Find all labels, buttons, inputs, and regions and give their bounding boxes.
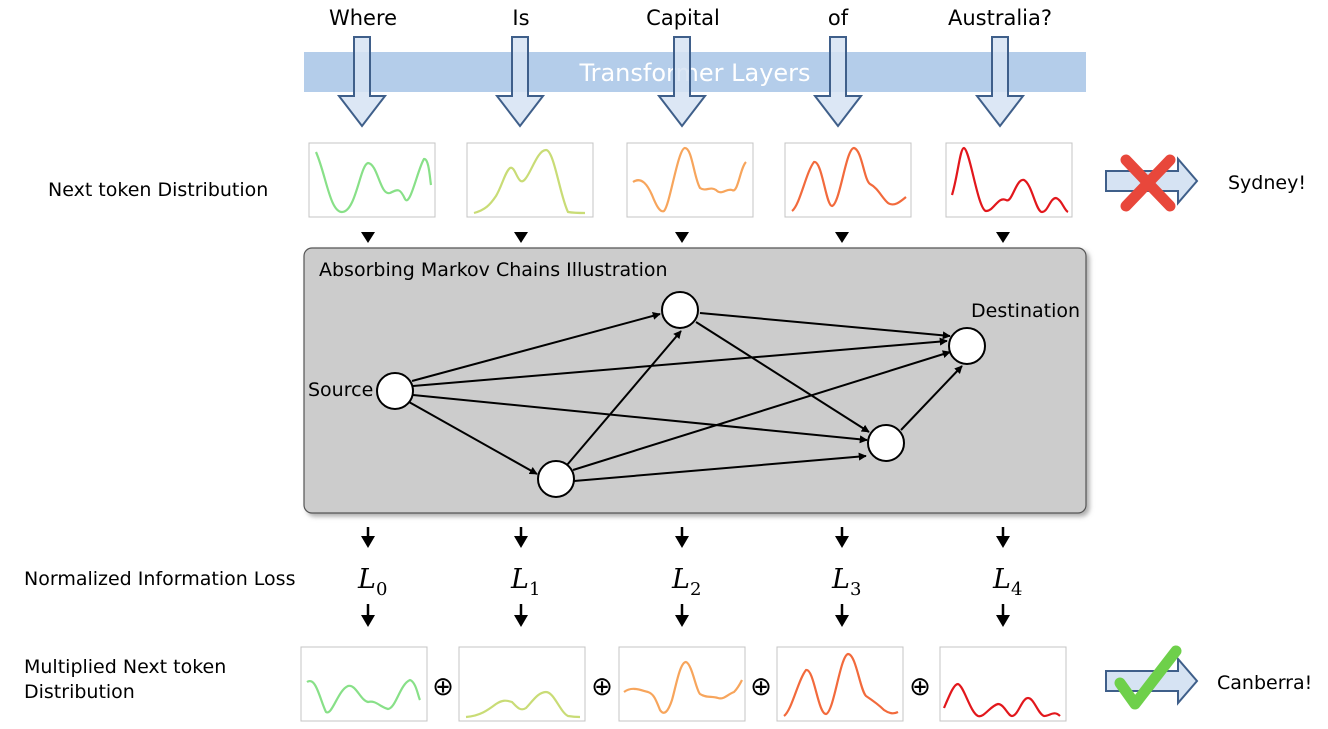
multiplied-curve-3 bbox=[783, 652, 899, 717]
loss-term-3: L3 bbox=[831, 564, 861, 600]
multiplied-curve-1 bbox=[465, 690, 581, 719]
loss-to-panel-arrows bbox=[361, 604, 1010, 627]
token-down-arrow-4 bbox=[974, 36, 1026, 128]
red-cross-icon bbox=[1120, 154, 1176, 212]
oplus-operator-2: ⊕ bbox=[750, 672, 772, 702]
markov-chain-box-title: Absorbing Markov Chains Illustration bbox=[319, 259, 668, 281]
transformer-layers-band bbox=[304, 52, 1086, 92]
markov-node-source bbox=[376, 372, 414, 410]
markov-node-right bbox=[867, 424, 905, 462]
token-down-arrow-3 bbox=[812, 36, 864, 128]
distribution-panel-4 bbox=[945, 142, 1073, 218]
multiplied-panel-4 bbox=[939, 646, 1067, 722]
token-word-1: Is bbox=[512, 6, 529, 30]
multiplied-curve-2 bbox=[623, 660, 743, 714]
distribution-curve-4 bbox=[950, 146, 1069, 214]
token-down-arrow-1 bbox=[494, 36, 546, 128]
source-node-label: Source bbox=[308, 379, 373, 401]
loss-term-2: L2 bbox=[671, 564, 701, 600]
markov-node-lower bbox=[537, 460, 575, 498]
multiplied-curve-0 bbox=[306, 678, 422, 714]
token-word-4: Australia? bbox=[948, 6, 1052, 30]
oplus-operator-1: ⊕ bbox=[591, 672, 613, 702]
oplus-operator-0: ⊕ bbox=[432, 672, 454, 702]
token-word-0: Where bbox=[329, 6, 397, 30]
loss-term-2-subscript: 2 bbox=[690, 579, 701, 600]
distribution-panel-1 bbox=[466, 142, 594, 218]
distribution-curve-2 bbox=[632, 146, 747, 213]
multiplied-panel-1 bbox=[458, 646, 586, 722]
markov-edges bbox=[408, 312, 963, 482]
loss-term-3-subscript: 3 bbox=[850, 579, 861, 600]
green-check-icon bbox=[1114, 645, 1182, 710]
distribution-curve-0 bbox=[314, 151, 433, 214]
multiplied-panel-2 bbox=[618, 646, 746, 722]
distribution-curve-1 bbox=[473, 148, 586, 215]
distribution-panel-3 bbox=[784, 142, 912, 218]
destination-node-label: Destination bbox=[971, 300, 1080, 322]
token-word-2: Capital bbox=[646, 6, 720, 30]
next-token-distribution-label: Next token Distribution bbox=[48, 179, 268, 201]
canberra-answer: Canberra! bbox=[1217, 672, 1312, 694]
normalized-information-loss-label: Normalized Information Loss bbox=[24, 568, 295, 590]
distribution-panel-0 bbox=[308, 142, 436, 218]
loss-term-1-symbol: L bbox=[510, 564, 529, 595]
multiplied-distribution-label-line2: Distribution bbox=[24, 681, 135, 703]
token-down-arrow-2 bbox=[656, 36, 708, 128]
loss-term-0-symbol: L bbox=[357, 564, 376, 595]
multiplied-panel-3 bbox=[776, 646, 904, 722]
token-word-3: of bbox=[828, 6, 849, 30]
loss-term-2-symbol: L bbox=[671, 564, 690, 595]
markov-chain-box bbox=[303, 247, 1087, 514]
multiplied-curve-4 bbox=[942, 682, 1061, 718]
transformer-layers-label: Transformer Layers bbox=[578, 59, 810, 87]
token-down-arrow-0 bbox=[336, 36, 388, 128]
loss-term-3-symbol: L bbox=[831, 564, 850, 595]
distribution-curve-3 bbox=[791, 146, 907, 212]
box-to-loss-arrows bbox=[361, 527, 1010, 548]
loss-term-1-subscript: 1 bbox=[529, 579, 540, 600]
loss-term-4: L4 bbox=[992, 564, 1022, 600]
loss-term-1: L1 bbox=[510, 564, 540, 600]
loss-term-0: L0 bbox=[357, 564, 387, 600]
markov-node-upper bbox=[661, 291, 699, 329]
multiplied-panel-0 bbox=[300, 646, 428, 722]
multiplied-distribution-label-line1: Multiplied Next token bbox=[24, 656, 226, 678]
loss-term-4-subscript: 4 bbox=[1011, 579, 1022, 600]
loss-term-4-symbol: L bbox=[992, 564, 1011, 595]
sydney-answer: Sydney! bbox=[1228, 172, 1306, 194]
loss-term-0-subscript: 0 bbox=[376, 579, 387, 600]
oplus-operator-3: ⊕ bbox=[909, 672, 931, 702]
markov-node-destination bbox=[948, 327, 986, 365]
distribution-panel-2 bbox=[626, 142, 754, 218]
panel-to-box-arrows bbox=[361, 232, 1010, 243]
